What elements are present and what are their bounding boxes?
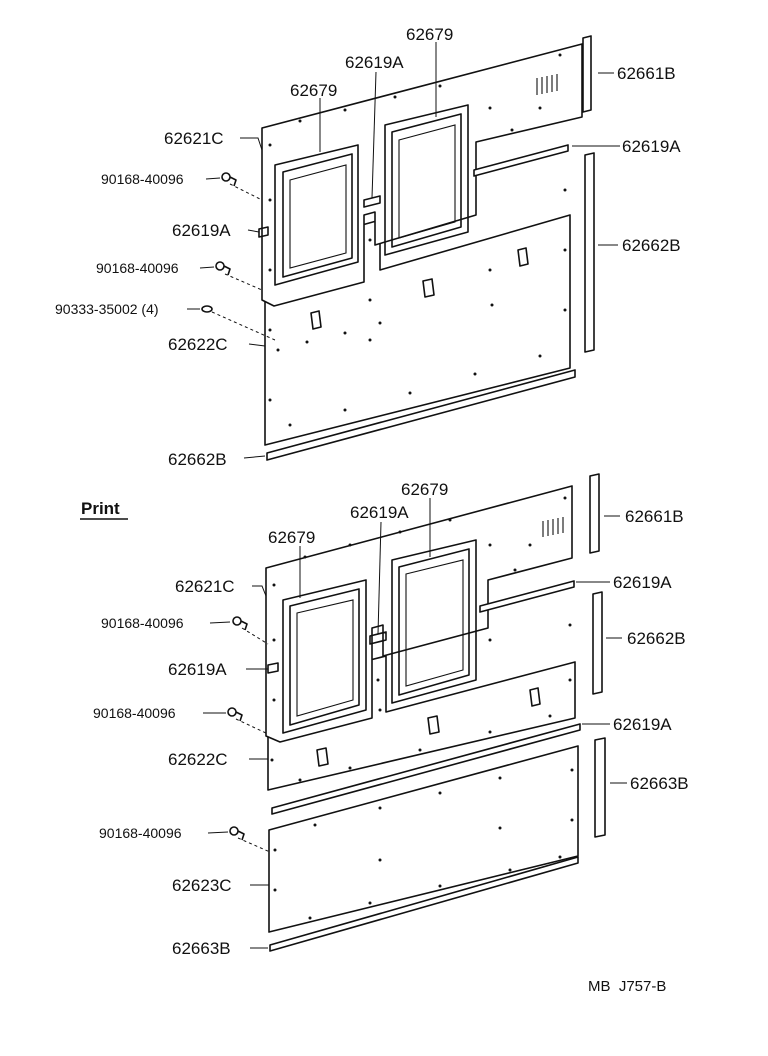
bot-clip-b-icon xyxy=(227,707,243,722)
label-bot-bottom-strip: 62663B xyxy=(172,939,231,958)
bot-right-seal xyxy=(479,580,575,613)
top-mid-seal xyxy=(363,195,381,208)
label-top-bottom-strip: 62662B xyxy=(168,450,227,469)
top-left-clip-seal xyxy=(258,226,269,238)
bot-lower-seal xyxy=(271,723,581,815)
top-long-strip xyxy=(584,152,595,353)
label-top-seal-left: 62619A xyxy=(172,221,231,240)
bot-clip-a-icon xyxy=(232,616,248,631)
label-top-window-right: 62679 xyxy=(406,25,453,44)
label-top-screw: 90333-35002 (4) xyxy=(55,301,159,317)
bot-bottom-panel xyxy=(268,745,579,933)
bot-mid-seal xyxy=(369,631,387,645)
top-vent-grill xyxy=(536,74,558,95)
bot-right-window-frame xyxy=(391,539,477,704)
bot-side-strip-lower xyxy=(594,737,606,838)
top-screw-icon xyxy=(201,305,213,313)
label-bot-window-right: 62679 xyxy=(401,480,448,499)
label-top-seal-right: 62619A xyxy=(622,137,681,156)
bot-left-clip-seal xyxy=(267,662,279,674)
print-heading: Print xyxy=(81,499,120,518)
label-top-clip-a: 90168-40096 xyxy=(101,171,184,187)
label-bot-panel-bottom: 62623C xyxy=(172,876,232,895)
label-bot-seal-right: 62619A xyxy=(613,573,672,592)
label-bot-clip-a: 90168-40096 xyxy=(101,615,184,631)
top-upper-panel xyxy=(261,43,583,307)
top-clip-b-icon xyxy=(215,261,231,276)
label-top-seal-mid: 62619A xyxy=(345,53,404,72)
figure-code: MB J757-B xyxy=(588,978,666,995)
label-bot-seal-mid: 62619A xyxy=(350,503,409,522)
top-clip-a-icon xyxy=(221,172,237,187)
label-bot-panel-upper: 62621C xyxy=(175,577,235,596)
label-bot-clip-b: 90168-40096 xyxy=(93,705,176,721)
bot-clip-c-icon xyxy=(229,826,245,841)
top-mounting-holes xyxy=(268,53,567,427)
bot-long-strip xyxy=(592,591,603,695)
label-bot-side-strip-lower: 62663B xyxy=(630,774,689,793)
top-side-strip xyxy=(582,35,592,113)
bot-mounting-holes xyxy=(270,496,574,920)
label-top-window-left: 62679 xyxy=(290,81,337,100)
label-bot-side-strip: 62661B xyxy=(625,507,684,526)
label-bot-seal-lower: 62619A xyxy=(613,715,672,734)
label-top-long-strip: 62662B xyxy=(622,236,681,255)
label-bot-clip-c: 90168-40096 xyxy=(99,825,182,841)
label-bot-window-left: 62679 xyxy=(268,528,315,547)
bottom-assembly xyxy=(203,473,627,952)
bot-vent-grill xyxy=(542,517,564,537)
label-bot-seal-left: 62619A xyxy=(168,660,227,679)
bot-bottom-strip xyxy=(269,856,579,952)
label-bot-panel-lower: 62622C xyxy=(168,750,228,769)
top-bottom-strip xyxy=(266,369,576,461)
label-bot-long-strip: 62662B xyxy=(627,629,686,648)
top-right-window-frame xyxy=(384,104,469,256)
top-left-window-frame xyxy=(274,144,359,286)
label-top-side-strip: 62661B xyxy=(617,64,676,83)
label-top-panel-lower: 62622C xyxy=(168,335,228,354)
top-right-seal xyxy=(473,144,569,177)
label-top-panel-upper: 62621C xyxy=(164,129,224,148)
label-top-clip-b: 90168-40096 xyxy=(96,260,179,276)
bot-side-strip xyxy=(589,473,600,554)
bot-left-window-frame xyxy=(282,579,367,734)
top-assembly xyxy=(187,35,620,461)
